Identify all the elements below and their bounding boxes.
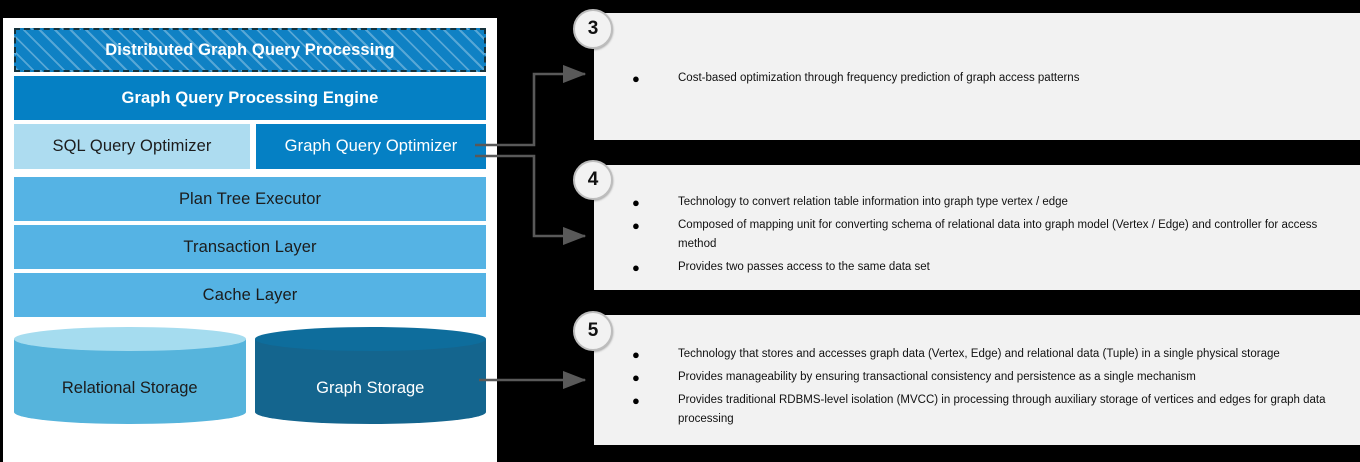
- cylinder-label: Graph Storage: [316, 379, 425, 397]
- bullet-dot-icon: ●: [632, 71, 640, 86]
- bullet-dot-icon: ●: [632, 370, 640, 385]
- callout-badge-4[interactable]: 4: [573, 160, 613, 200]
- bullet-text: Provides manageability by ensuring trans…: [678, 371, 1196, 383]
- cylinder-label: Relational Storage: [61, 379, 198, 397]
- bullet-list: ● Technology to convert relation table i…: [632, 193, 1356, 281]
- architecture-diagram-panel: Distributed Graph Query Processing Graph…: [3, 18, 497, 462]
- box-sql-query-optimizer[interactable]: SQL Query Optimizer: [14, 124, 250, 169]
- callout-panel-4: ● Technology to convert relation table i…: [594, 165, 1360, 290]
- layer-distributed-graph-query-processing[interactable]: Distributed Graph Query Processing: [14, 28, 486, 72]
- callout-badge-5[interactable]: 5: [573, 311, 613, 351]
- layer-label: Transaction Layer: [183, 237, 317, 256]
- cylinder-body: [14, 339, 246, 412]
- cylinder-relational-storage[interactable]: Relational Storage: [14, 327, 246, 424]
- bullet-dot-icon: ●: [632, 195, 640, 210]
- cylinder-top-ellipse: [254, 327, 486, 351]
- layer-plan-tree-executor[interactable]: Plan Tree Executor: [14, 177, 486, 221]
- layer-label: Cache Layer: [202, 285, 298, 304]
- layer-label: Distributed Graph Query Processing: [105, 40, 395, 59]
- bullet-text: Provides two passes access to the same d…: [678, 261, 930, 273]
- list-item: ● Provides manageability by ensuring tra…: [632, 368, 1356, 387]
- bullet-text: Technology that stores and accesses grap…: [678, 348, 1280, 360]
- optimizer-row: SQL Query Optimizer Graph Query Optimize…: [14, 124, 486, 173]
- list-item: ● Composed of mapping unit for convertin…: [632, 216, 1356, 254]
- list-item: ● Provides traditional RDBMS-level isola…: [632, 391, 1356, 429]
- list-item: ● Technology that stores and accesses gr…: [632, 345, 1356, 364]
- bullet-list: ● Technology that stores and accesses gr…: [632, 345, 1356, 433]
- box-graph-query-optimizer[interactable]: Graph Query Optimizer: [256, 124, 486, 169]
- layer-label: Graph Query Processing Engine: [121, 88, 379, 107]
- cylinder-graph-storage[interactable]: Graph Storage: [254, 327, 486, 424]
- box-label: Graph Query Optimizer: [284, 137, 458, 156]
- bullet-list: ● Cost-based optimization through freque…: [632, 69, 1356, 92]
- storage-row: Relational Storage Graph Storage: [14, 327, 486, 424]
- cylinder-top-ellipse: [14, 327, 246, 351]
- bullet-dot-icon: ●: [632, 218, 640, 233]
- list-item: ● Provides two passes access to the same…: [632, 258, 1356, 277]
- bullet-text: Provides traditional RDBMS-level isolati…: [678, 394, 1326, 425]
- bullet-text: Cost-based optimization through frequenc…: [678, 72, 1080, 84]
- layer-cache-layer[interactable]: Cache Layer: [14, 273, 486, 317]
- box-label: SQL Query Optimizer: [52, 137, 212, 156]
- bullet-dot-icon: ●: [632, 260, 640, 275]
- callout-badge-3[interactable]: 3: [573, 9, 613, 49]
- list-item: ● Cost-based optimization through freque…: [632, 69, 1356, 88]
- bullet-dot-icon: ●: [632, 393, 640, 408]
- layer-stack: Distributed Graph Query Processing Graph…: [14, 28, 486, 424]
- layer-label: Plan Tree Executor: [178, 189, 322, 208]
- cylinder-body: [254, 339, 486, 412]
- list-item: ● Technology to convert relation table i…: [632, 193, 1356, 212]
- layer-transaction-layer[interactable]: Transaction Layer: [14, 225, 486, 269]
- bullet-text: Composed of mapping unit for converting …: [678, 219, 1318, 250]
- callout-panel-5: ● Technology that stores and accesses gr…: [594, 315, 1360, 445]
- layer-graph-query-processing-engine[interactable]: Graph Query Processing Engine: [14, 76, 486, 120]
- bullet-text: Technology to convert relation table inf…: [678, 196, 1068, 208]
- callout-panel-3: ● Cost-based optimization through freque…: [594, 13, 1360, 140]
- bullet-dot-icon: ●: [632, 347, 640, 362]
